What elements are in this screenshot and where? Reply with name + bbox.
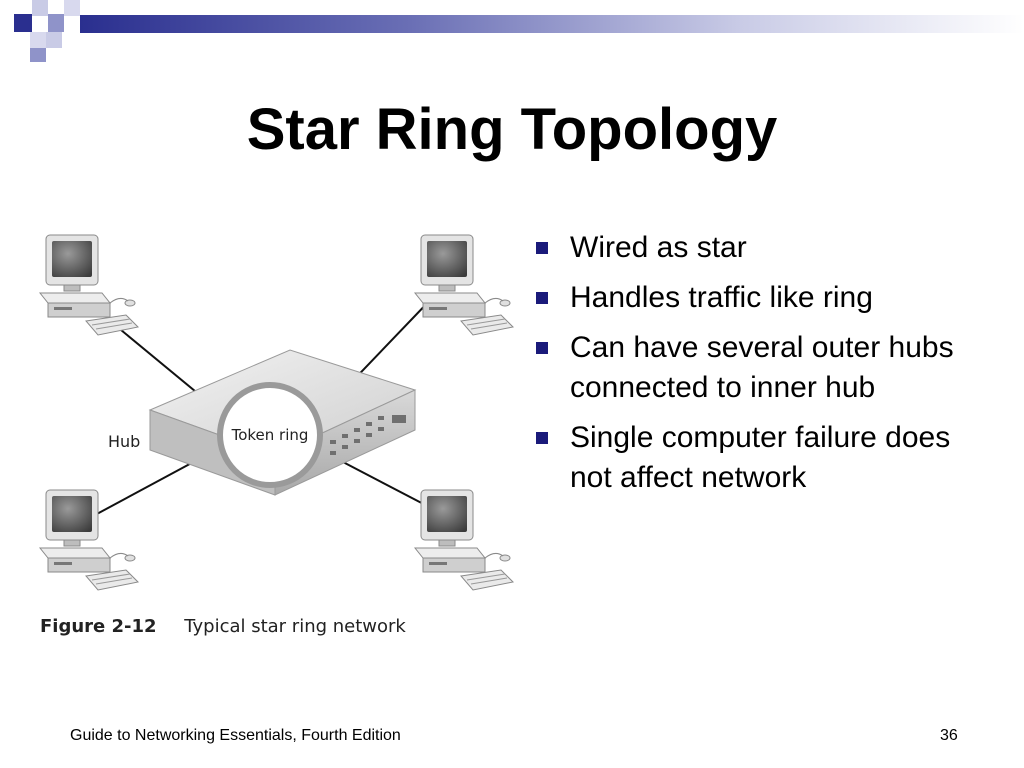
computer-icon	[414, 234, 514, 336]
bullet-item: Wired as star	[530, 228, 970, 268]
square-bullet-icon	[536, 342, 548, 354]
header-square	[46, 32, 62, 48]
computer-icon	[39, 234, 139, 336]
header-square	[14, 14, 32, 32]
token-ring-label: Token ring	[231, 426, 309, 444]
computer-icon	[39, 489, 139, 591]
bullet-item: Can have several outer hubs connected to…	[530, 328, 970, 408]
bullet-text: Single computer failure does not affect …	[570, 421, 951, 494]
header-square	[30, 32, 46, 48]
bullet-item: Handles traffic like ring	[530, 278, 970, 318]
bullet-text: Can have several outer hubs connected to…	[570, 331, 954, 404]
square-bullet-icon	[536, 432, 548, 444]
bullet-item: Single computer failure does not affect …	[530, 418, 970, 498]
network-diagram: Token ring Hub	[39, 234, 514, 591]
bullet-text: Wired as star	[570, 231, 747, 264]
figure-caption-text: Typical star ring network	[184, 616, 406, 637]
square-bullet-icon	[536, 292, 548, 304]
computer-icon	[414, 489, 514, 591]
footer-source: Guide to Networking Essentials, Fourth E…	[70, 727, 401, 744]
square-bullet-icon	[536, 242, 548, 254]
hub-label: Hub	[108, 432, 140, 451]
header-gradient-bar	[80, 15, 1024, 33]
figure-number: Figure 2-12	[40, 616, 157, 637]
figure-caption: Figure 2-12 Typical star ring network	[40, 616, 406, 637]
header-square	[48, 14, 64, 32]
star-ring-figure: Token ring Hub	[30, 225, 520, 645]
header-square	[30, 48, 46, 62]
header-band	[0, 0, 1024, 62]
header-square	[32, 0, 48, 16]
page-number: 36	[940, 727, 958, 744]
slide-title: Star Ring Topology	[246, 97, 778, 162]
header-square	[64, 0, 80, 16]
bullet-list: Wired as star Handles traffic like ring …	[530, 228, 970, 508]
bullet-text: Handles traffic like ring	[570, 281, 873, 314]
